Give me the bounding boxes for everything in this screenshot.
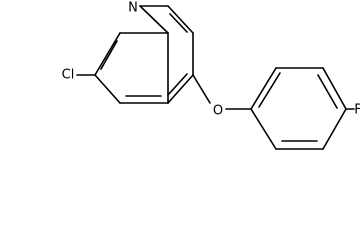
atom-chlorine: Cl [62,68,75,83]
bond-ph-6 [250,108,277,150]
bond-ph-3 [322,67,347,110]
bond-ph-1 [250,67,277,110]
bond-ph-1-inner [258,72,281,108]
atom-fluorine: F [354,103,360,118]
bond-c2-c3-inner [169,13,188,33]
bond-ph-4 [322,108,347,150]
bond-c7-c6 [94,74,121,104]
atom-nitrogen: N [128,1,138,16]
bond-c8-c7 [94,32,121,76]
atom-oxygen: O [213,104,223,119]
bond-c8a-n [139,5,169,34]
bond-c4-o [192,74,211,104]
bond-ph-3-inner [317,74,338,109]
bond-c4-c4a-inner [167,73,188,96]
bond-c2-c3 [167,5,194,34]
structure-canvas: N Cl O F [61,0,360,150]
molecule-diagram: N Cl O F [62,1,360,150]
bond-c8-c7-inner [100,40,118,70]
bond-c4-c4a [167,74,194,104]
